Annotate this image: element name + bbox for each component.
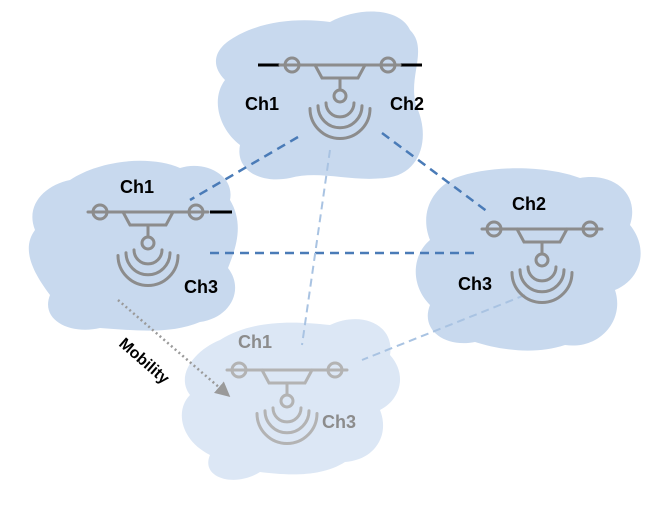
mobility-label: Mobility <box>115 335 172 388</box>
rotor-right <box>581 220 599 238</box>
right-label-ch3: Ch3 <box>458 274 492 294</box>
rotor-left <box>283 56 301 74</box>
signal-arc-3 <box>510 271 574 304</box>
drone-bottom <box>225 361 349 445</box>
bottom-label-ch1: Ch1 <box>238 332 272 352</box>
cloud-right <box>415 168 641 351</box>
antenna-icon <box>534 252 550 268</box>
mobility-arrow <box>117 299 231 397</box>
antenna-icon <box>332 88 348 104</box>
signal-arc-2 <box>518 268 566 294</box>
signal-arc-1 <box>526 265 558 283</box>
rotor-left <box>91 203 109 221</box>
left-label-ch3: Ch3 <box>184 277 218 297</box>
signal-arc-1 <box>271 406 303 424</box>
cloud-left <box>28 160 238 331</box>
signal-arc-3 <box>308 107 372 140</box>
top-label-ch1: Ch1 <box>245 94 279 114</box>
left-label-ch1: Ch1 <box>120 177 154 197</box>
rotor-right <box>187 203 205 221</box>
signal-arc-1 <box>324 101 356 119</box>
antenna-icon <box>140 235 156 251</box>
link-top-left <box>189 135 299 202</box>
signal-arc-3 <box>116 254 180 287</box>
rotor-right <box>379 56 397 74</box>
cloud-top <box>215 11 423 180</box>
right-label-ch2: Ch2 <box>512 194 546 214</box>
signal-arc-3 <box>255 412 319 445</box>
signal-arc-2 <box>124 251 172 277</box>
bottom-label-ch3: Ch3 <box>322 412 356 432</box>
signal-arc-1 <box>132 248 164 266</box>
signal-arc-2 <box>263 409 311 435</box>
rotor-left <box>485 220 503 238</box>
rotor-left <box>230 361 248 379</box>
drone-top <box>258 56 422 140</box>
drone-right <box>480 220 604 304</box>
link-right-bottom <box>361 294 526 361</box>
cloud-bottom <box>181 319 401 480</box>
link-top-right <box>381 131 489 214</box>
link-top-bottom <box>301 149 331 346</box>
drone-left <box>86 203 232 287</box>
antenna-icon <box>279 393 295 409</box>
rotor-right <box>326 361 344 379</box>
top-label-ch2: Ch2 <box>390 94 424 114</box>
signal-arc-2 <box>316 104 364 130</box>
